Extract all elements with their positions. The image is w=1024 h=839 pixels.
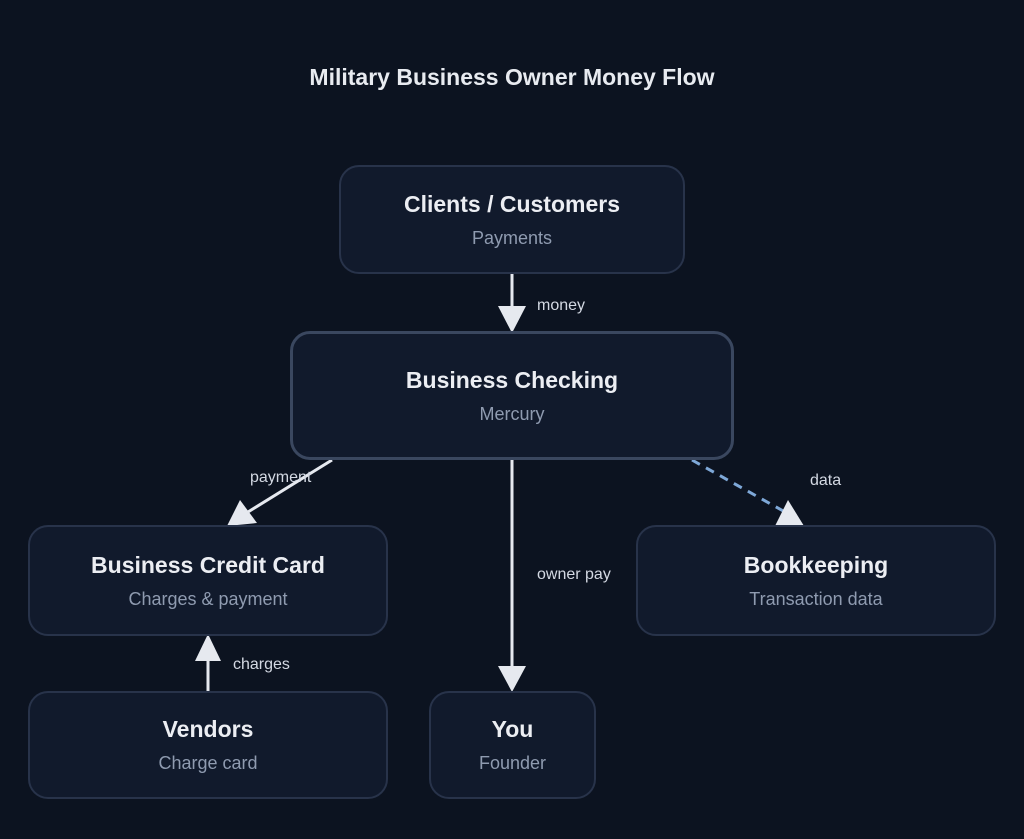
node-business-credit-card: Business Credit Card Charges & payment bbox=[28, 525, 388, 636]
edge-data-line bbox=[691, 458, 786, 514]
node-subtitle: Charges & payment bbox=[128, 588, 288, 609]
edge-charges bbox=[195, 634, 221, 691]
node-you: You Founder bbox=[429, 691, 596, 799]
node-subtitle: Transaction data bbox=[749, 588, 883, 609]
node-title: Vendors bbox=[162, 716, 254, 742]
node-title: Business Credit Card bbox=[91, 551, 325, 578]
edge-label-owner-pay: owner pay bbox=[537, 566, 611, 583]
edge-payment-line bbox=[247, 458, 333, 514]
node-business-checking: Business Checking Mercury bbox=[290, 331, 734, 460]
node-title: Bookkeeping bbox=[743, 551, 889, 578]
edge-payment-arrowhead-icon bbox=[227, 500, 257, 526]
edge-owner-pay-arrowhead-icon bbox=[498, 666, 526, 692]
edge-money bbox=[498, 274, 526, 333]
edge-label-data: data bbox=[810, 472, 842, 489]
node-bookkeeping: Bookkeeping Transaction data bbox=[636, 525, 996, 636]
node-subtitle: Mercury bbox=[479, 403, 545, 424]
edge-label-payment: payment bbox=[250, 469, 312, 486]
edge-label-money: money bbox=[537, 297, 586, 314]
node-title: Business Checking bbox=[405, 366, 619, 393]
edge-money-arrowhead-icon bbox=[498, 306, 526, 333]
node-clients-customers: Clients / Customers Payments bbox=[339, 165, 685, 274]
node-vendors: Vendors Charge card bbox=[28, 691, 388, 799]
diagram-title: Military Business Owner Money Flow bbox=[309, 64, 715, 90]
edge-label-charges: charges bbox=[233, 656, 290, 673]
edge-data-arrowhead-icon bbox=[775, 500, 804, 526]
edge-charges-arrowhead-icon bbox=[195, 634, 221, 661]
node-subtitle: Founder bbox=[478, 753, 547, 773]
node-subtitle: Charge card bbox=[158, 753, 258, 773]
node-subtitle: Payments bbox=[471, 227, 553, 248]
edge-owner-pay bbox=[498, 460, 526, 692]
node-title: Clients / Customers bbox=[404, 190, 620, 217]
edge-payment bbox=[227, 458, 333, 526]
edge-data bbox=[691, 458, 804, 526]
node-title: You bbox=[491, 716, 534, 742]
